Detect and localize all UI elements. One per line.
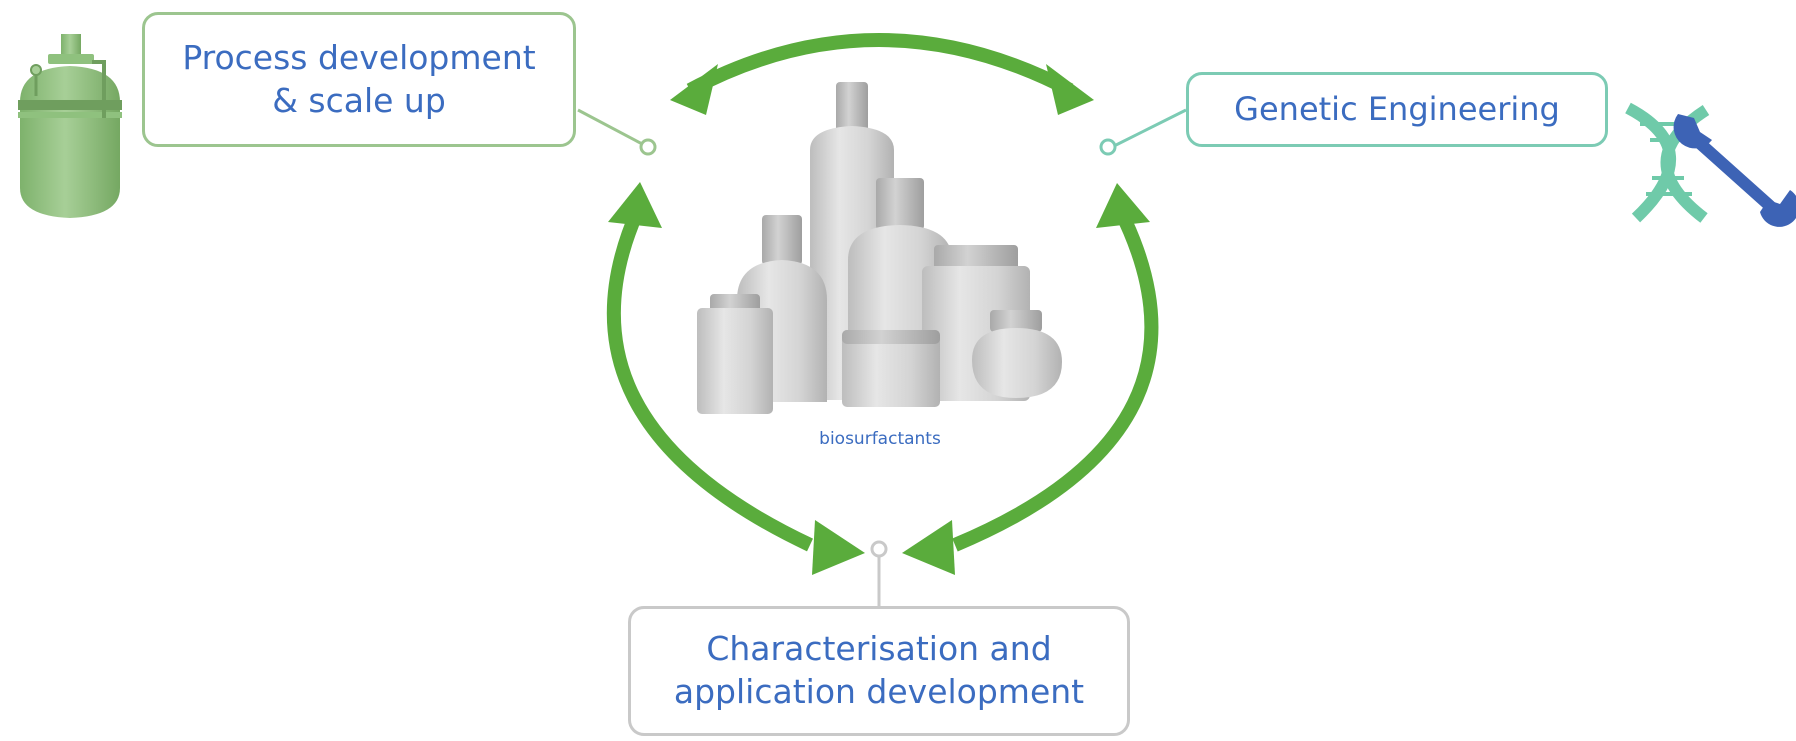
connector-dot-genetic: [1099, 138, 1117, 156]
charac-line-2: application development: [673, 672, 1085, 711]
arrowhead-right-top: [1096, 183, 1150, 228]
arrow-heads: [608, 64, 1150, 575]
center-label: biosurfactants: [819, 429, 941, 449]
arrowhead-right-bottom: [902, 520, 955, 575]
dna-wrench-icon: [1625, 102, 1796, 227]
charac-line-1: Characterisation and: [706, 629, 1052, 669]
arrowhead-left-bottom: [812, 520, 865, 575]
characterisation-box: Characterisation and application develop…: [628, 606, 1130, 736]
cycle-arrows: [606, 33, 1159, 552]
connector-dot-process: [639, 138, 657, 156]
cosmetic-bottles-icon: [697, 82, 1062, 414]
process-line-2: & scale up: [272, 80, 446, 120]
connector-dot-charac: [870, 540, 888, 558]
arrow-top: [686, 33, 1074, 97]
arrowhead-top-right: [1046, 64, 1094, 115]
process-line-1: Process development: [182, 37, 536, 77]
arrowhead-left-top: [608, 182, 662, 228]
arrow-right: [952, 206, 1159, 552]
connectors: [577, 108, 1187, 606]
process-development-box: Process development & scale up: [142, 12, 576, 147]
arrowhead-top-left: [670, 64, 718, 115]
genetic-engineering-box: Genetic Engineering: [1186, 72, 1608, 147]
genetic-line-1: Genetic Engineering: [1234, 89, 1560, 128]
arrow-left: [606, 207, 813, 552]
bioreactor-icon: [18, 34, 122, 218]
